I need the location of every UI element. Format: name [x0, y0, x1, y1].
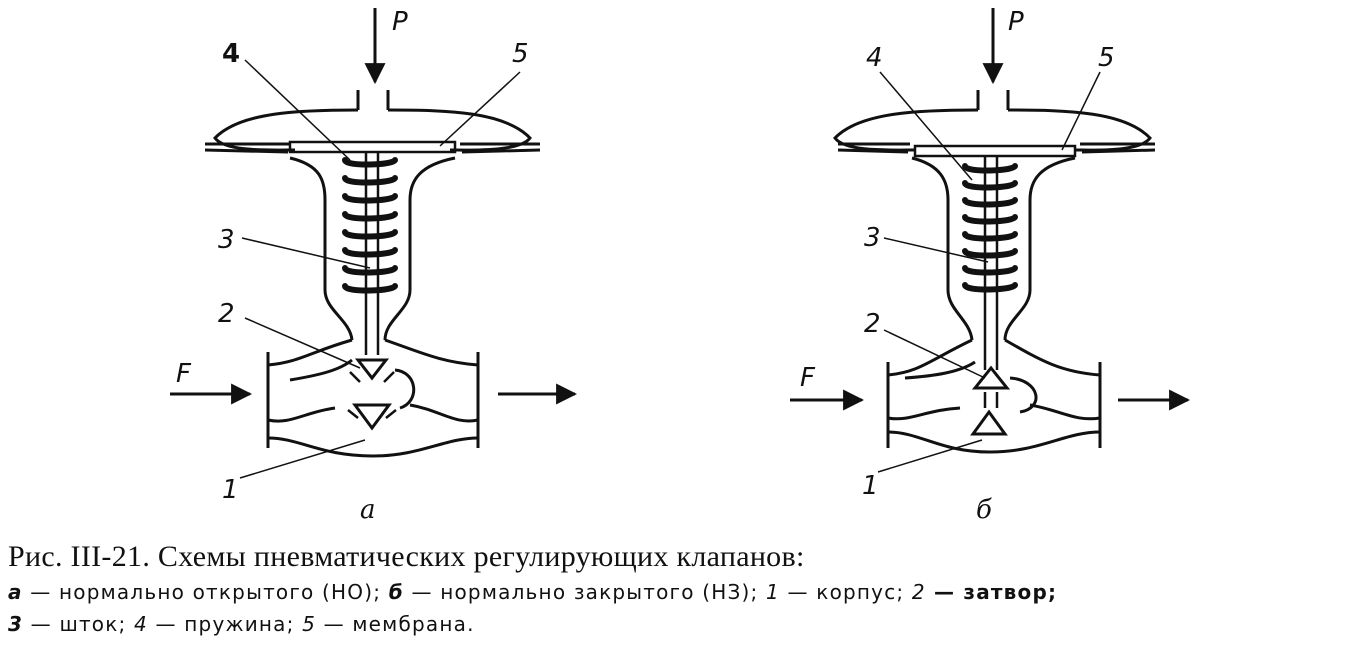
- caption-title: Рис. III-21. Схемы пневматических регули…: [8, 540, 805, 573]
- spring-label: 4: [222, 39, 240, 69]
- legend-text: — нормально закрытого (НЗ);: [403, 580, 767, 604]
- legend-text: — мембрана.: [316, 612, 475, 636]
- caption-legend-line-2: 3 — шток; 4 — пружина; 5 — мембрана.: [8, 610, 1343, 638]
- plug-label: 2: [864, 309, 881, 339]
- spring-label: 4: [866, 43, 883, 73]
- membrane: [913, 144, 1077, 158]
- body-label: 1: [862, 471, 879, 501]
- membrane-label: 5: [1098, 43, 1115, 73]
- plug-label: 2: [218, 299, 235, 329]
- legend-key: а: [8, 580, 23, 604]
- legend-text: — шток;: [23, 612, 135, 636]
- legend-key: 4: [134, 612, 148, 636]
- legend-key: 2: [911, 580, 926, 604]
- flow-label: F: [176, 359, 192, 389]
- pressure-label: P: [392, 7, 408, 37]
- sublabel-a: а: [360, 495, 376, 525]
- valve-diagram: P 4 5 3 2 F 1 а: [170, 7, 1191, 525]
- stem: [983, 156, 999, 370]
- stem-label: 3: [864, 223, 881, 253]
- sublabel-b: б: [976, 495, 992, 525]
- valve-body: [886, 338, 1102, 454]
- valve-normally-open: [170, 8, 578, 479]
- body-label: 1: [222, 475, 239, 505]
- valve-normally-closed: [790, 8, 1191, 473]
- stem-label: 3: [218, 225, 235, 255]
- legend-text: — затвор;: [925, 580, 1058, 604]
- labels-panel-a: P 4 5 3 2 F 1 а: [176, 7, 529, 525]
- plug: [970, 365, 1011, 436]
- membrane: [288, 140, 457, 154]
- legend-key: 5: [302, 612, 317, 636]
- legend-key: б: [388, 580, 404, 604]
- labels-panel-b: P 4 5 3 2 F 1 б: [800, 7, 1115, 525]
- valve-body: [266, 338, 480, 458]
- pressure-label: P: [1008, 7, 1024, 37]
- legend-text: — нормально открытого (НО);: [22, 580, 389, 604]
- figure-caption: Рис. III-21. Схемы пневматических регули…: [8, 540, 1343, 638]
- legend-text: — пружина;: [147, 612, 303, 636]
- membrane-label: 5: [512, 39, 529, 69]
- legend-key: 1: [766, 580, 780, 604]
- legend-key: 3: [8, 612, 24, 636]
- plug: [347, 358, 397, 431]
- spring: [342, 157, 398, 294]
- caption-legend-line-1: а — нормально открытого (НО); б — нормал…: [8, 578, 1343, 606]
- legend-text: — корпус;: [779, 580, 912, 604]
- spring: [962, 163, 1018, 293]
- flow-label: F: [800, 363, 816, 393]
